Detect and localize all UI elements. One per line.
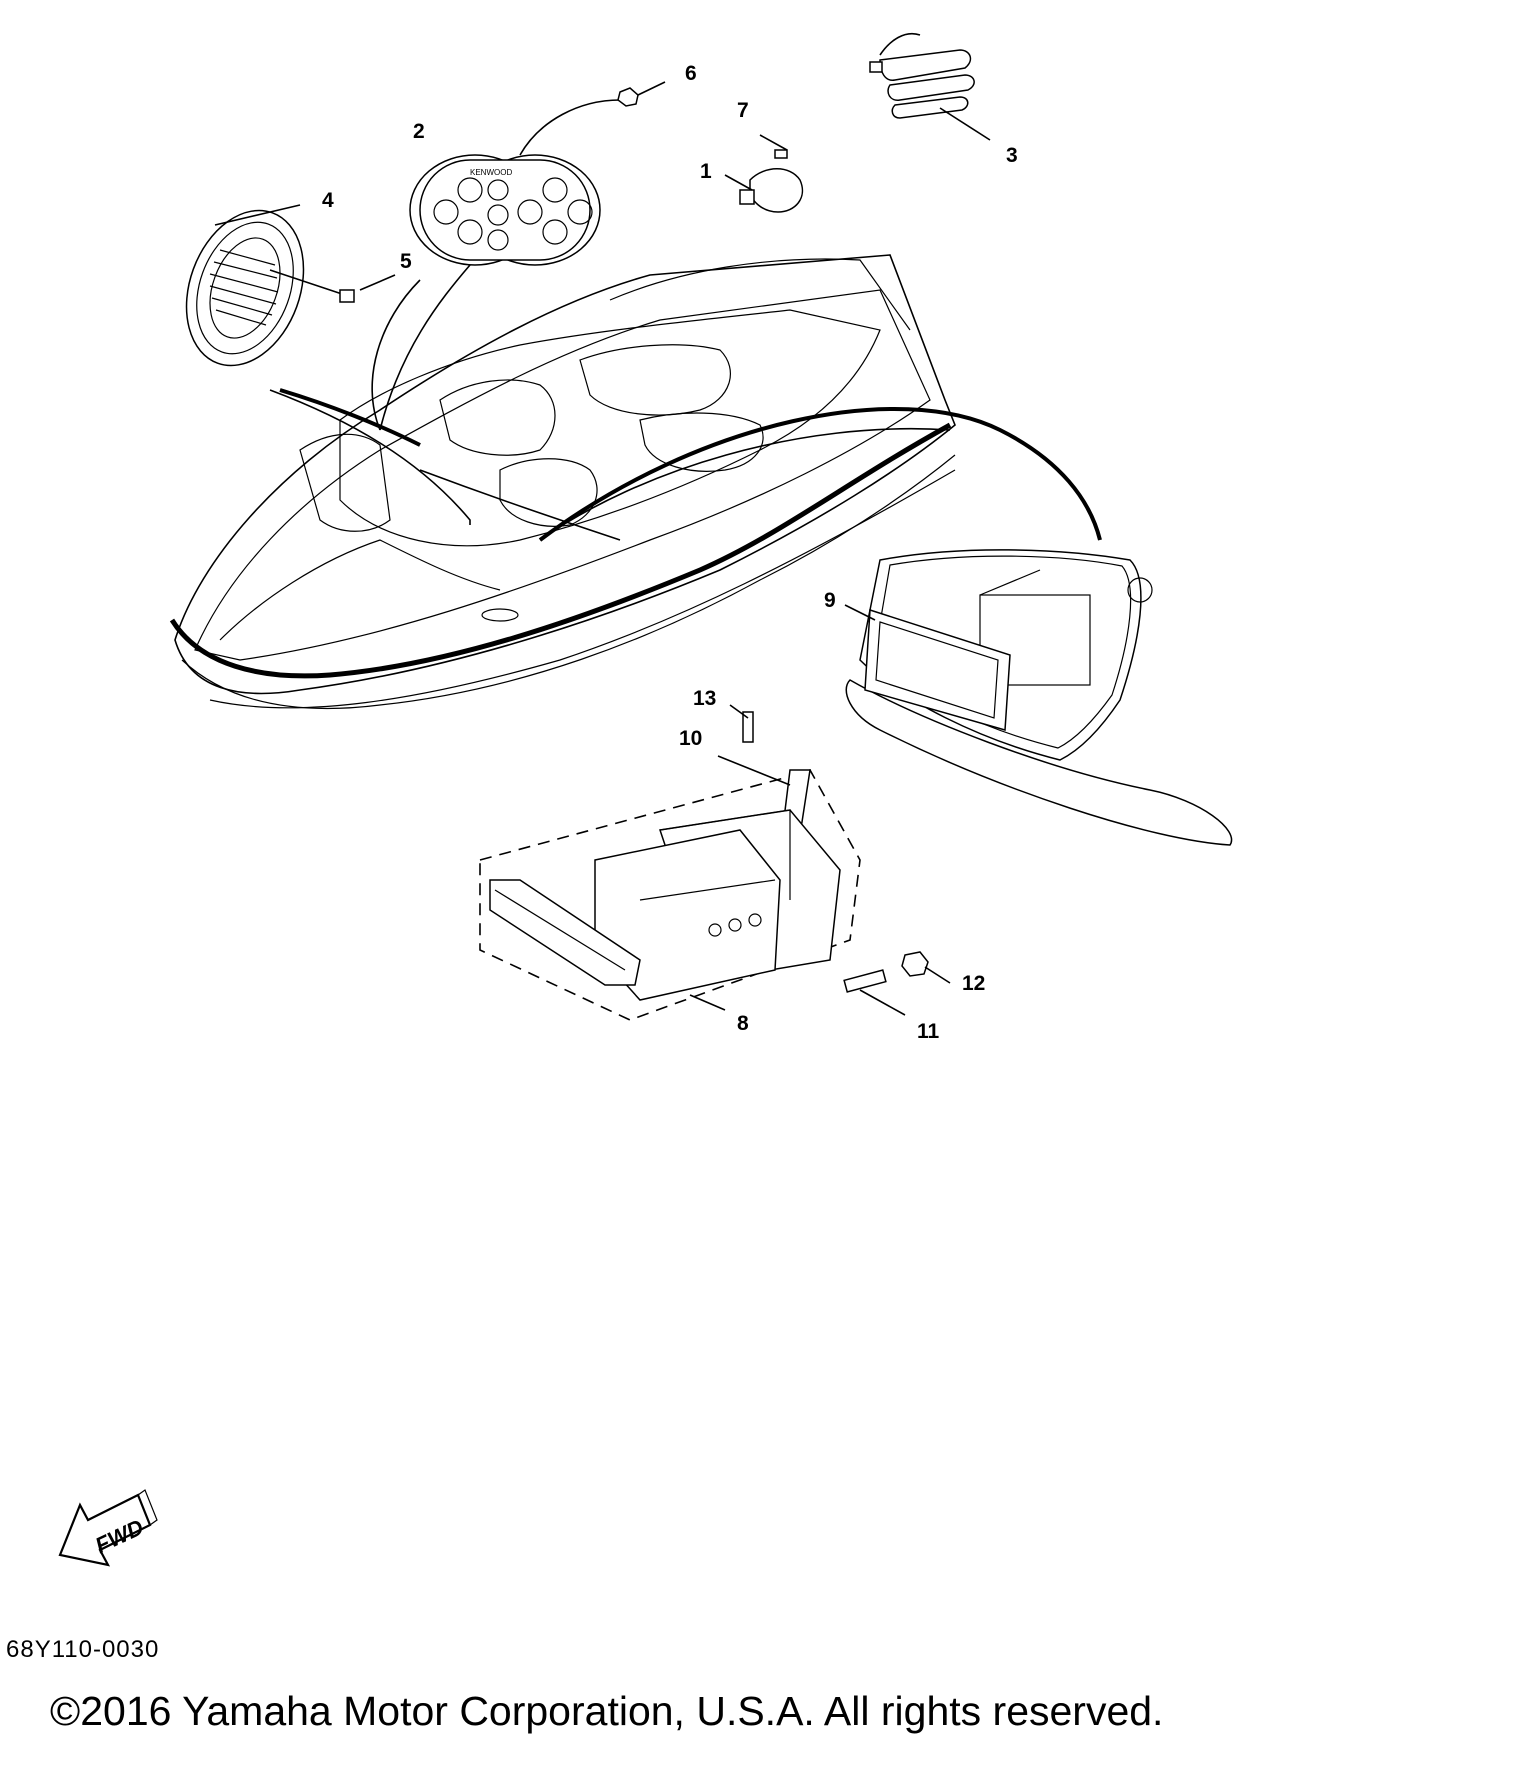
boat-hull [169, 254, 1102, 710]
callout-5: 5 [400, 250, 412, 273]
callout-10: 10 [679, 727, 702, 750]
part-2-remote-control: KENWOOD [379, 99, 621, 431]
part-4-speaker [185, 204, 305, 367]
part-12-nut [901, 951, 951, 984]
callout-2: 2 [413, 120, 425, 143]
callout-9: 9 [824, 589, 836, 612]
callout-1: 1 [700, 160, 712, 183]
callout-8: 8 [737, 1012, 749, 1035]
part-8-stereo-assembly [479, 755, 861, 1021]
callout-12: 12 [962, 972, 985, 995]
copyright-notice: ©2016 Yamaha Motor Corporation, U.S.A. A… [50, 1688, 1164, 1734]
remote-brand-text: KENWOOD [470, 168, 512, 177]
callout-6: 6 [685, 62, 697, 85]
callout-4: 4 [322, 189, 334, 212]
callout-7: 7 [737, 99, 749, 122]
part-9-storage-cubby [844, 549, 1233, 846]
diagram-code: 68Y110-0030 [6, 1636, 160, 1663]
callout-3: 3 [1006, 144, 1018, 167]
part-7-screw [759, 134, 788, 159]
callout-13: 13 [693, 687, 716, 710]
part-13-bolt [729, 704, 754, 743]
part-1-clamp [724, 168, 804, 213]
part-6-nut [617, 81, 666, 107]
callout-11: 11 [917, 1020, 940, 1043]
part-3-wiring-harness [869, 33, 991, 141]
fwd-arrow-icon: FWD [58, 1489, 158, 1567]
part-11-screw [843, 969, 906, 1016]
part-5-screw [269, 269, 396, 303]
